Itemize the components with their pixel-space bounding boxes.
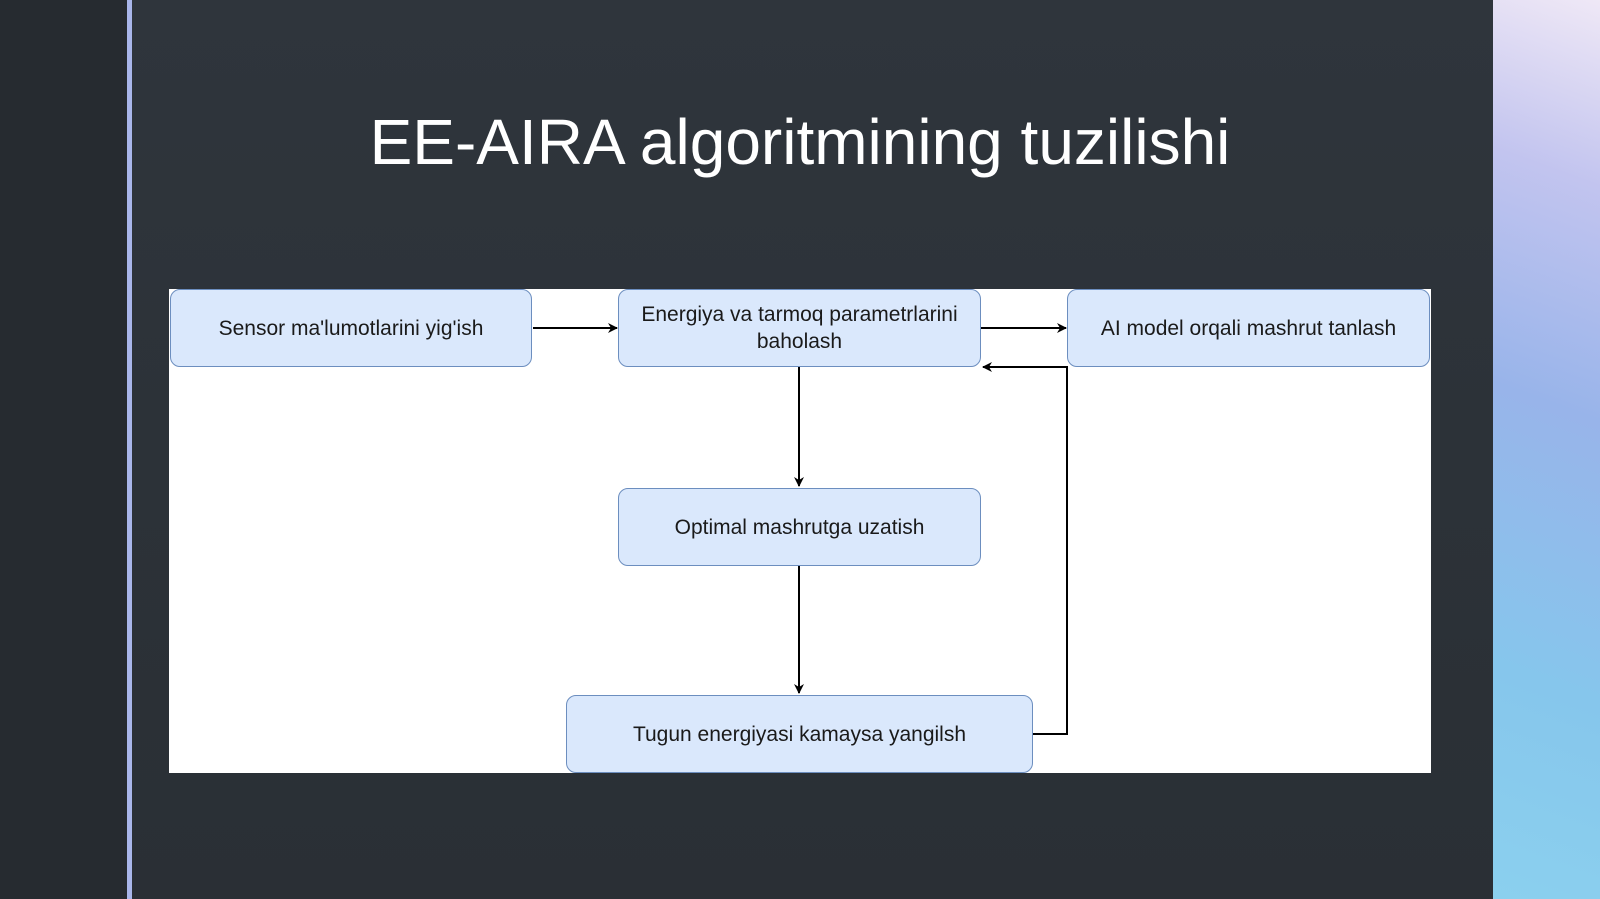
node-label: Optimal mashrutga uzatish <box>674 515 925 539</box>
node-forward-optimal-route: Optimal mashrutga uzatish <box>618 488 981 566</box>
edge-update-loop-to-evaluate <box>982 362 1068 735</box>
node-label: AI model orqali mashrut tanlash <box>1100 316 1397 340</box>
flowchart-canvas: Sensor ma'lumotlarini yig'ish Energiya v… <box>169 289 1431 773</box>
node-label: Energiya va tarmoq parametrlarini bahola… <box>641 303 958 353</box>
node-update-energy: Tugun energiyasi kamaysa yangilsh <box>566 695 1033 773</box>
flowchart-edges <box>533 323 1068 735</box>
node-label: Tugun energiyasi kamaysa yangilsh <box>632 722 967 746</box>
node-evaluate-parameters: Energiya va tarmoq parametrlarini bahola… <box>618 289 981 367</box>
left-dark-panel <box>0 0 127 899</box>
node-select-route: AI model orqali mashrut tanlash <box>1067 289 1430 367</box>
node-label: Sensor ma'lumotlarini yig'ish <box>218 316 484 340</box>
slide-title: EE-AIRA algoritmining tuzilishi <box>369 106 1231 178</box>
accent-line <box>127 0 132 899</box>
right-gradient-panel <box>1493 0 1600 899</box>
node-collect-sensor-data: Sensor ma'lumotlarini yig'ish <box>170 289 532 367</box>
